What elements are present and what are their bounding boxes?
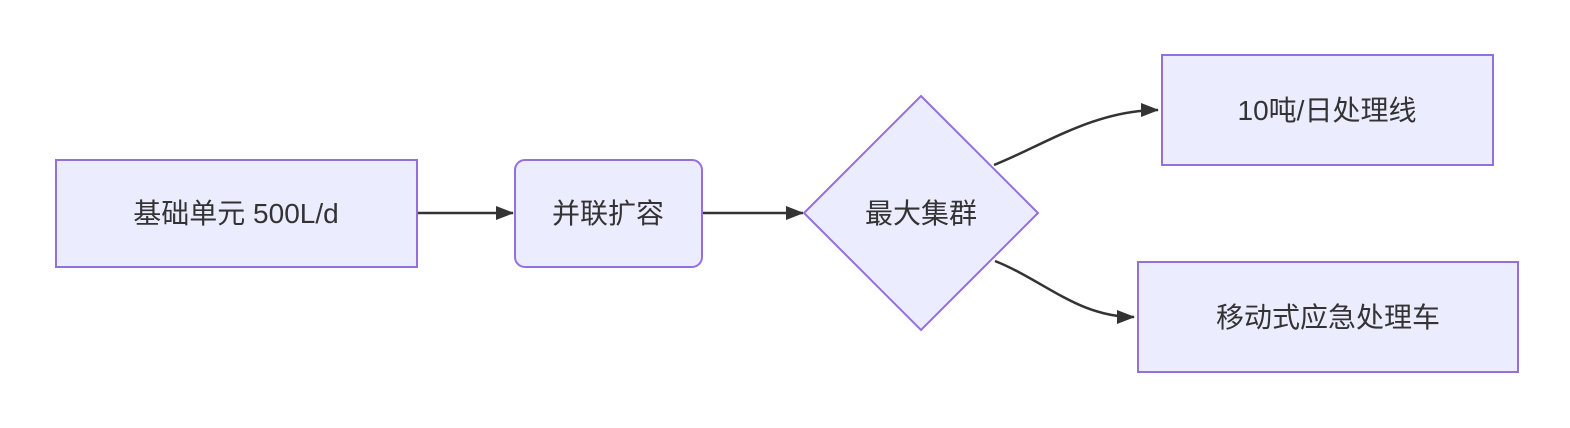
node-processing-line: 10吨/日处理线 bbox=[1161, 54, 1494, 166]
node-parallel-expansion-shape bbox=[514, 159, 703, 268]
node-max-cluster: 最大集群 bbox=[802, 94, 1040, 332]
node-mobile-emergency-truck: 移动式应急处理车 bbox=[1137, 261, 1519, 373]
node-processing-line-shape bbox=[1161, 54, 1494, 166]
node-mobile-emergency-truck-shape bbox=[1137, 261, 1519, 373]
node-base-unit: 基础单元 500L/d bbox=[55, 159, 418, 268]
node-base-unit-shape bbox=[55, 159, 418, 268]
node-mobile-emergency-truck-label: 移动式应急处理车 bbox=[1216, 302, 1440, 333]
node-parallel-expansion: 并联扩容 bbox=[514, 159, 703, 268]
node-max-cluster-shape bbox=[802, 94, 1040, 332]
edge-max-cluster-to-processing-line bbox=[993, 103, 1159, 167]
node-processing-line-label: 10吨/日处理线 bbox=[1238, 95, 1417, 126]
node-parallel-expansion-label: 并联扩容 bbox=[552, 198, 664, 229]
node-max-cluster-label: 最大集群 bbox=[865, 198, 977, 229]
edge-max-cluster-to-mobile-emergency-truck bbox=[994, 259, 1135, 324]
node-base-unit-label: 基础单元 500L/d bbox=[133, 198, 338, 229]
